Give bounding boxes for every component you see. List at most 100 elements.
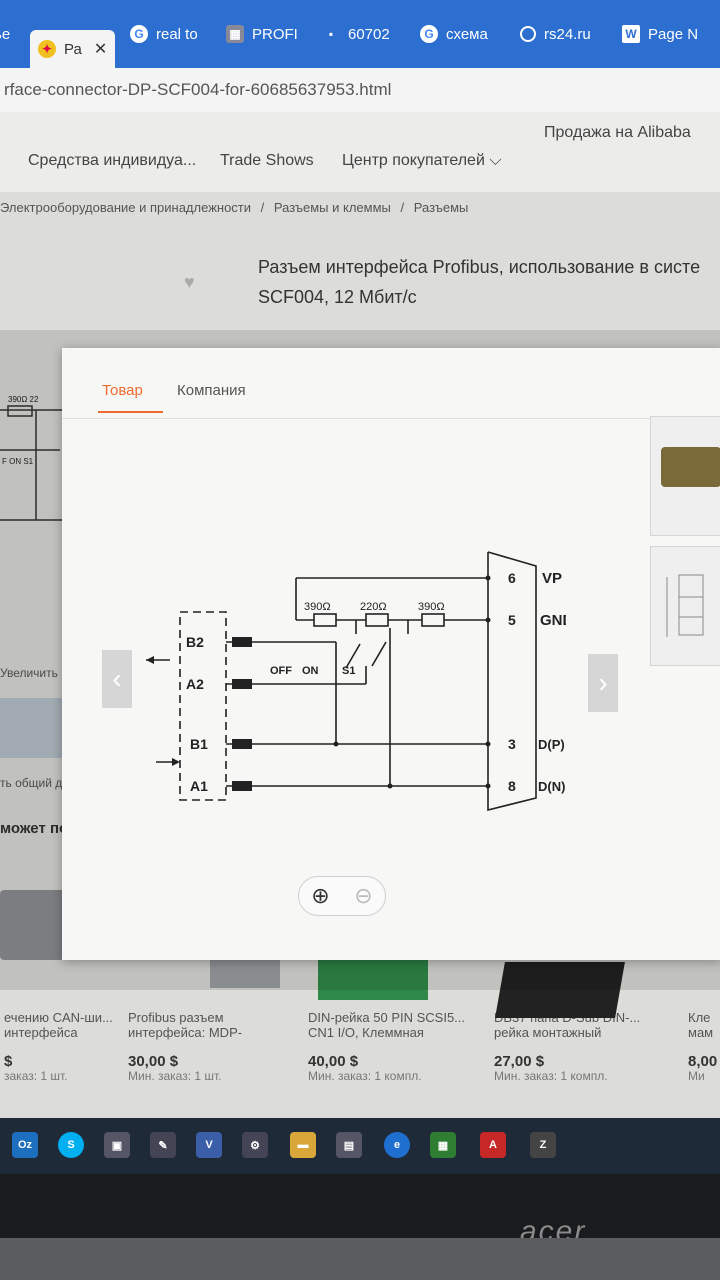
- breadcrumb-item[interactable]: Разъемы и клеммы: [273, 200, 391, 215]
- enlarge-image-link[interactable]: Увеличить изо: [0, 666, 80, 680]
- site-icon: ✦: [38, 40, 56, 58]
- product-moq: Ми: [688, 1069, 705, 1083]
- page-icon: [520, 26, 536, 42]
- label-b2: B2: [186, 634, 204, 650]
- signal-dp: D(P): [538, 737, 565, 752]
- pin-6: 6: [508, 570, 516, 586]
- nav-item[interactable]: Средства индивидуа...: [28, 152, 197, 169]
- close-tab-icon[interactable]: ✕: [93, 41, 108, 58]
- svg-text:390Ω 22: 390Ω 22: [8, 395, 39, 404]
- tab-6[interactable]: rs24.ru: [520, 14, 591, 54]
- site-nav: Средства индивидуа... Trade Shows Центр …: [0, 112, 720, 192]
- zoom-out-icon[interactable]: ⊖: [354, 883, 373, 908]
- product-price: 8,00: [688, 1053, 718, 1070]
- breadcrumb-item[interactable]: Разъемы: [413, 200, 469, 215]
- wikipedia-icon: W: [622, 25, 640, 43]
- breadcrumb-item[interactable]: Электрооборудование и принадлежности: [0, 200, 252, 215]
- pin-8: 8: [508, 778, 516, 794]
- product-name: ечению CAN-ши... интерфейса: [4, 1010, 113, 1040]
- pdf-icon[interactable]: A: [480, 1132, 506, 1158]
- zoom-in-icon[interactable]: ⊕: [311, 883, 330, 908]
- tab-product[interactable]: Товар: [98, 382, 163, 413]
- breadcrumb: Электрооборудование и принадлежности / Р…: [0, 200, 720, 215]
- tab-5[interactable]: G схема: [420, 14, 488, 54]
- tab-0[interactable]: ье: [0, 14, 10, 54]
- product-card[interactable]: Profibus разъем интерфейса: MDP- 30,00 $…: [128, 1010, 298, 1084]
- tab-label: схема: [446, 25, 488, 43]
- product-image[interactable]: [210, 960, 280, 988]
- tab-label: 60702: [348, 25, 390, 43]
- visio-icon[interactable]: V: [196, 1132, 222, 1158]
- product-moq: Мин. заказ: 1 компл.: [494, 1069, 608, 1083]
- thumbnail-image[interactable]: [0, 698, 66, 758]
- browser-tab-strip: ье ✦ Ра ✕ G real to ▦ PROFI ▪ 60702 G сх…: [0, 0, 720, 68]
- product-title: Разъем интерфейса Profibus, использовани…: [258, 252, 720, 312]
- favorite-heart-icon[interactable]: ♥: [184, 272, 195, 292]
- breadcrumb-separator: /: [400, 200, 405, 215]
- tab-label: PROFI: [252, 25, 298, 43]
- tab-label: rs24.ru: [544, 25, 591, 43]
- product-card[interactable]: ечению CAN-ши... интерфейса $ заказ: 1 ш…: [4, 1010, 174, 1084]
- app-icon[interactable]: ▦: [430, 1132, 456, 1158]
- connector-photo: [661, 447, 720, 487]
- chevron-left-icon: ‹: [112, 663, 122, 694]
- folder-icon[interactable]: ▬: [290, 1132, 316, 1158]
- product-card[interactable]: Кле мам 8,00 Ми: [688, 1010, 720, 1084]
- product-price: $: [4, 1053, 13, 1070]
- signal-dn: D(N): [538, 779, 565, 794]
- skype-icon[interactable]: S: [58, 1132, 84, 1158]
- modal-tabs: Товар Компания: [62, 348, 720, 419]
- nav-item[interactable]: Trade Shows: [220, 152, 314, 169]
- image-viewer-modal: Товар Компания ‹ ›: [62, 348, 720, 960]
- app-icon[interactable]: ⚙: [242, 1132, 268, 1158]
- next-image-button[interactable]: ›: [588, 654, 618, 712]
- label-a2: A2: [186, 676, 204, 692]
- resistor-label: 390Ω: [418, 601, 445, 613]
- product-price: 30,00 $: [128, 1053, 179, 1070]
- page-icon: ▪: [328, 27, 334, 41]
- product-name: Profibus разъем интерфейса: MDP-: [128, 1010, 243, 1040]
- product-image[interactable]: [318, 960, 428, 1000]
- prev-image-button[interactable]: ‹: [102, 650, 132, 708]
- app-icon[interactable]: Z: [530, 1132, 556, 1158]
- desk-background: [0, 1238, 720, 1280]
- thumbnail-1[interactable]: [650, 416, 720, 536]
- thumbnail-2[interactable]: [650, 546, 720, 666]
- app-icon[interactable]: ✎: [150, 1132, 176, 1158]
- product-moq: Мин. заказ: 1 компл.: [308, 1069, 422, 1083]
- monitor-screen: ье ✦ Ра ✕ G real to ▦ PROFI ▪ 60702 G сх…: [0, 0, 720, 1200]
- svg-text:F ON S1: F ON S1: [2, 457, 34, 466]
- tab-4[interactable]: ▪ 60702: [322, 14, 390, 54]
- drawing-thumbnail: [666, 574, 704, 637]
- zoom-controls: ⊕ ⊖: [298, 876, 386, 916]
- product-name: DIN-рейка 50 PIN SCSI5... CN1 I/O, Клемм…: [308, 1010, 466, 1040]
- os-taskbar: Oz S ▣ ✎ V ⚙ ▬ ▤ e ▦ A Z: [0, 1118, 720, 1174]
- page-icon: ▦: [226, 25, 244, 43]
- address-bar[interactable]: rface-connector-DP-SCF004-for-6068563795…: [0, 68, 720, 113]
- tab-active[interactable]: ✦ Ра ✕: [30, 30, 116, 68]
- label-b1: B1: [190, 736, 208, 752]
- pin-5: 5: [508, 612, 516, 628]
- tab-2[interactable]: G real to: [130, 14, 198, 54]
- nav-item[interactable]: Продажа на Alibaba: [544, 124, 691, 141]
- tab-label: real to: [156, 25, 198, 43]
- nav-item[interactable]: Центр покупателей ⌵: [342, 152, 502, 169]
- outlook-icon[interactable]: Oz: [12, 1132, 38, 1158]
- tab-3[interactable]: ▦ PROFI: [226, 14, 298, 54]
- app-icon[interactable]: ▤: [336, 1132, 362, 1158]
- resistor-label: 220Ω: [360, 601, 387, 613]
- share-link[interactable]: ть общий дост: [0, 776, 81, 790]
- switch-s1-label: S1: [342, 665, 355, 677]
- chevron-right-icon: ›: [598, 667, 608, 698]
- url-text: rface-connector-DP-SCF004-for-6068563795…: [4, 80, 392, 99]
- profibus-schematic: B2 A2 B1 A1 6 5 3 8 VP GND D(P) D(N) 390…: [146, 551, 566, 812]
- product-moq: заказ: 1 шт.: [4, 1069, 68, 1083]
- breadcrumb-separator: /: [260, 200, 265, 215]
- explorer-icon[interactable]: ▣: [104, 1132, 130, 1158]
- ie-icon[interactable]: e: [384, 1132, 410, 1158]
- product-card[interactable]: DB37 папа D-Sub DIN-... рейка монтажный …: [494, 1010, 664, 1084]
- tab-company[interactable]: Компания: [177, 382, 246, 399]
- tab-label: ье: [0, 25, 11, 43]
- product-card[interactable]: DIN-рейка 50 PIN SCSI5... CN1 I/O, Клемм…: [308, 1010, 478, 1084]
- tab-7[interactable]: W Page N: [622, 14, 698, 54]
